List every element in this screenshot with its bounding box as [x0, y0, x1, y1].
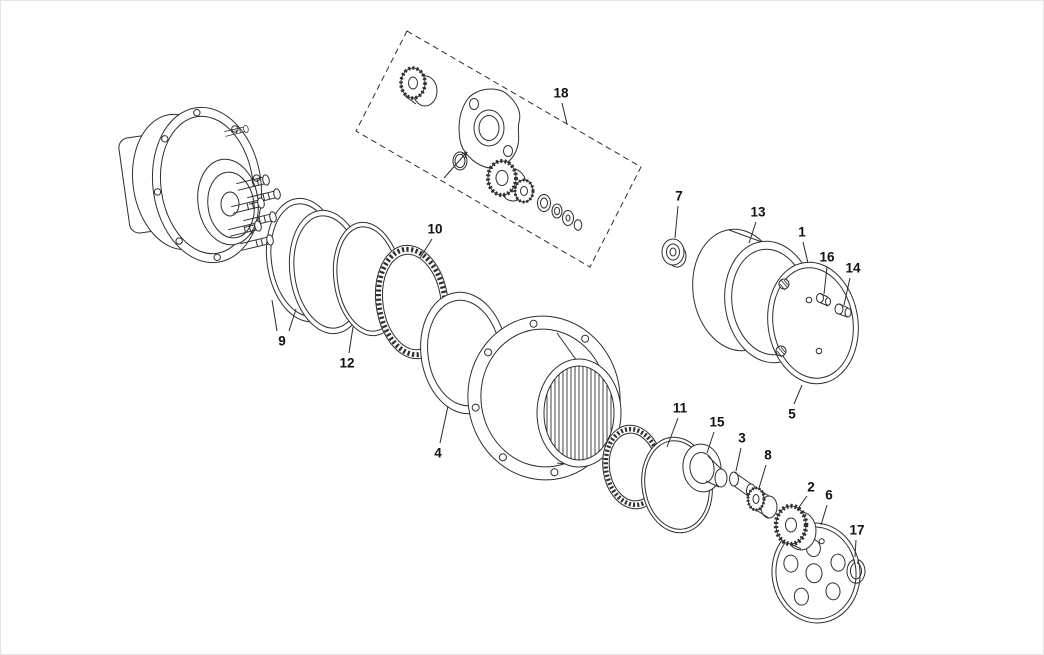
callout-leader-6: [820, 504, 828, 526]
callout-leader-12: [348, 326, 354, 354]
callout-leader-4: [439, 405, 449, 444]
callout-leader-5: [793, 384, 803, 405]
callout-leader-11: [666, 417, 679, 448]
part-plug-14: [834, 303, 852, 318]
callout-leader-7: [674, 205, 679, 239]
callout-leader-13: [748, 221, 757, 244]
part-spline-gear-8: [746, 486, 778, 519]
part-drive-motor: [118, 106, 263, 264]
callout-leader-10: [419, 238, 433, 259]
part-gear-large-inset: [486, 159, 527, 202]
part-hub-drum: [467, 315, 622, 481]
callout-leader-8: [758, 464, 767, 489]
part-snap-ring-17: [846, 559, 866, 584]
callout-leader-9: [288, 308, 297, 332]
callout-leader-3: [735, 447, 742, 472]
callout-leader-1: [802, 241, 809, 264]
callout-leader-2: [796, 495, 808, 511]
callout-leader-9: [271, 299, 278, 332]
hatched-plug-upper: [778, 278, 790, 291]
callout-leader-17: [854, 539, 857, 558]
callout-leader-18: [561, 102, 568, 125]
callout-leader-lines: [271, 102, 857, 558]
part-grommet-7: [661, 238, 687, 268]
callout-leader-14: [843, 277, 851, 306]
part-sun-gear-inset: [399, 66, 438, 107]
part-gear-2: [773, 503, 817, 551]
part-washer-stack-inset: [537, 194, 583, 231]
part-plug-16: [816, 293, 831, 307]
axis-pointer-inset: [443, 151, 468, 179]
inset-subassembly-box: [355, 30, 642, 268]
part-cover-plate-1: [767, 261, 859, 385]
callout-leader-16: [823, 266, 828, 295]
part-gear-small-inset: [513, 178, 535, 204]
part-race-hub-15: [682, 443, 728, 493]
hatched-plug-lower: [775, 345, 787, 358]
part-carrier-flange-inset: [458, 88, 521, 169]
callout-leader-15: [706, 431, 715, 454]
